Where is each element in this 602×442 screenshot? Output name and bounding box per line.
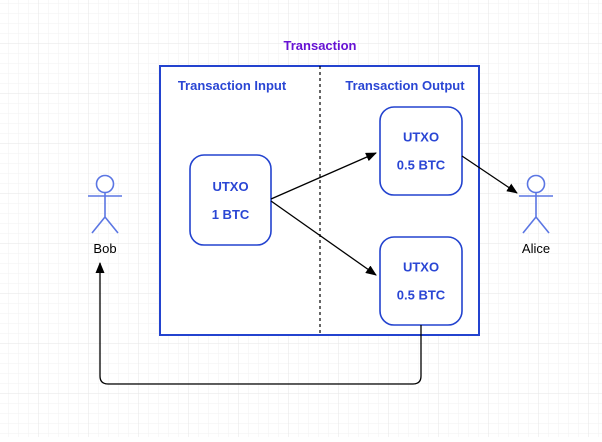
actor-bob-body — [88, 192, 122, 234]
node-input-utxo-name: UTXO — [212, 179, 248, 194]
arrow-input-to-output-bottom — [270, 200, 377, 276]
node-output-utxo-bottom-name: UTXO — [403, 260, 439, 275]
actor-bob: Bob — [88, 174, 122, 256]
node-output-utxo-bottom-amount: 0.5 BTC — [397, 288, 446, 303]
transaction-input-label: Transaction Input — [178, 78, 287, 93]
arrow-output-bottom-to-bob — [95, 262, 422, 385]
actor-alice-label: Alice — [522, 241, 550, 256]
node-output-utxo-top: UTXO 0.5 BTC — [379, 106, 463, 196]
arrow-input-to-output-top — [270, 152, 377, 200]
diagram-title: Transaction — [284, 38, 357, 53]
node-output-utxo-top-amount: 0.5 BTC — [397, 158, 446, 173]
transaction-output-label: Transaction Output — [345, 78, 465, 93]
node-input-utxo-box — [189, 154, 272, 246]
arrow-output-top-to-alice — [461, 155, 518, 194]
actor-alice-head — [526, 174, 546, 194]
node-input-utxo-amount: 1 BTC — [212, 207, 250, 222]
node-output-utxo-top-box — [379, 106, 463, 196]
node-input-utxo: UTXO 1 BTC — [189, 154, 272, 246]
actor-alice-body — [519, 192, 553, 234]
actor-bob-label: Bob — [93, 241, 116, 256]
actor-bob-head — [95, 174, 115, 194]
node-output-utxo-bottom: UTXO 0.5 BTC — [379, 236, 463, 326]
actor-alice: Alice — [519, 174, 553, 256]
node-output-utxo-top-name: UTXO — [403, 130, 439, 145]
node-output-utxo-bottom-box — [379, 236, 463, 326]
